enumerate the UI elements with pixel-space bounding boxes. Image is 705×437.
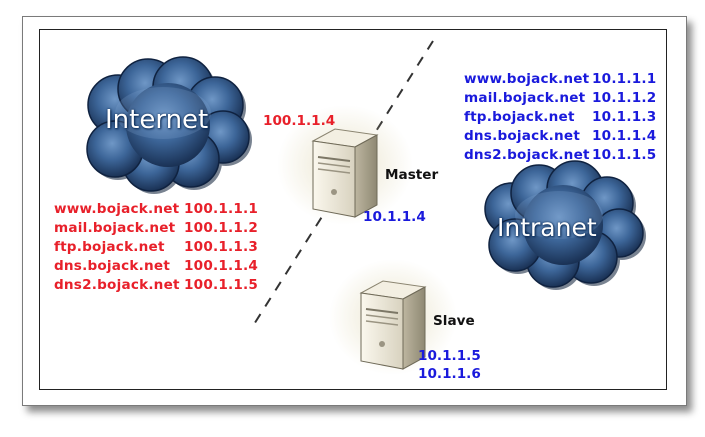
internet-cloud-icon (86, 56, 252, 194)
record-host: ftp.bojack.net (54, 239, 165, 255)
dns-record: mail.bojack.net 100.1.1.2 (54, 219, 258, 238)
intranet-cloud-icon (484, 160, 646, 290)
diagram-border (39, 29, 667, 390)
diagram-artwork (86, 40, 646, 375)
record-host: www.bojack.net (54, 201, 180, 217)
slave-ip: 10.1.1.6 (418, 366, 481, 382)
master-ip-label: 10.1.1.4 (363, 209, 426, 225)
record-host: www.bojack.net (464, 71, 590, 87)
master-server-icon (277, 105, 413, 225)
intranet-cloud-label: Intranet (497, 213, 597, 242)
dns-record: dns.bojack.net 100.1.1.4 (54, 257, 258, 276)
record-host: ftp.bojack.net (464, 109, 575, 125)
record-ip: 10.1.1.2 (592, 90, 657, 106)
record-ip: 100.1.1.5 (184, 277, 259, 293)
record-host: dns.bojack.net (464, 128, 581, 144)
slave-ip: 10.1.1.5 (418, 348, 481, 364)
record-ip: 100.1.1.3 (184, 239, 259, 255)
dns-record: mail.bojack.net 10.1.1.2 (464, 89, 656, 108)
slave-server-label: Slave (433, 313, 475, 329)
dns-record: ftp.bojack.net 10.1.1.3 (464, 108, 656, 127)
dns-record: dns.bojack.net 10.1.1.4 (464, 127, 656, 146)
record-host: dns2.bojack.net (464, 147, 590, 163)
record-ip: 10.1.1.1 (592, 71, 657, 87)
slave-server-icon (329, 259, 457, 375)
record-host: dns.bojack.net (54, 258, 171, 274)
slave-ip-list: 10.1.1.5 10.1.1.6 (418, 347, 481, 383)
external-ip-label: 100.1.1.4 (263, 113, 336, 129)
diagram-frame: Internet Intranet 100.1.1.4 Master 10.1.… (22, 16, 687, 406)
record-ip: 100.1.1.2 (184, 220, 259, 236)
record-host: mail.bojack.net (54, 220, 176, 236)
record-ip: 100.1.1.1 (184, 201, 259, 217)
record-ip: 10.1.1.4 (592, 128, 657, 144)
master-server-label: Master (385, 167, 439, 183)
record-ip: 10.1.1.5 (592, 147, 657, 163)
record-host: mail.bojack.net (464, 90, 586, 106)
record-ip: 100.1.1.4 (184, 258, 259, 274)
record-host: dns2.bojack.net (54, 277, 180, 293)
internet-cloud-label: Internet (105, 105, 209, 135)
dns-record: ftp.bojack.net 100.1.1.3 (54, 238, 258, 257)
record-ip: 10.1.1.3 (592, 109, 657, 125)
